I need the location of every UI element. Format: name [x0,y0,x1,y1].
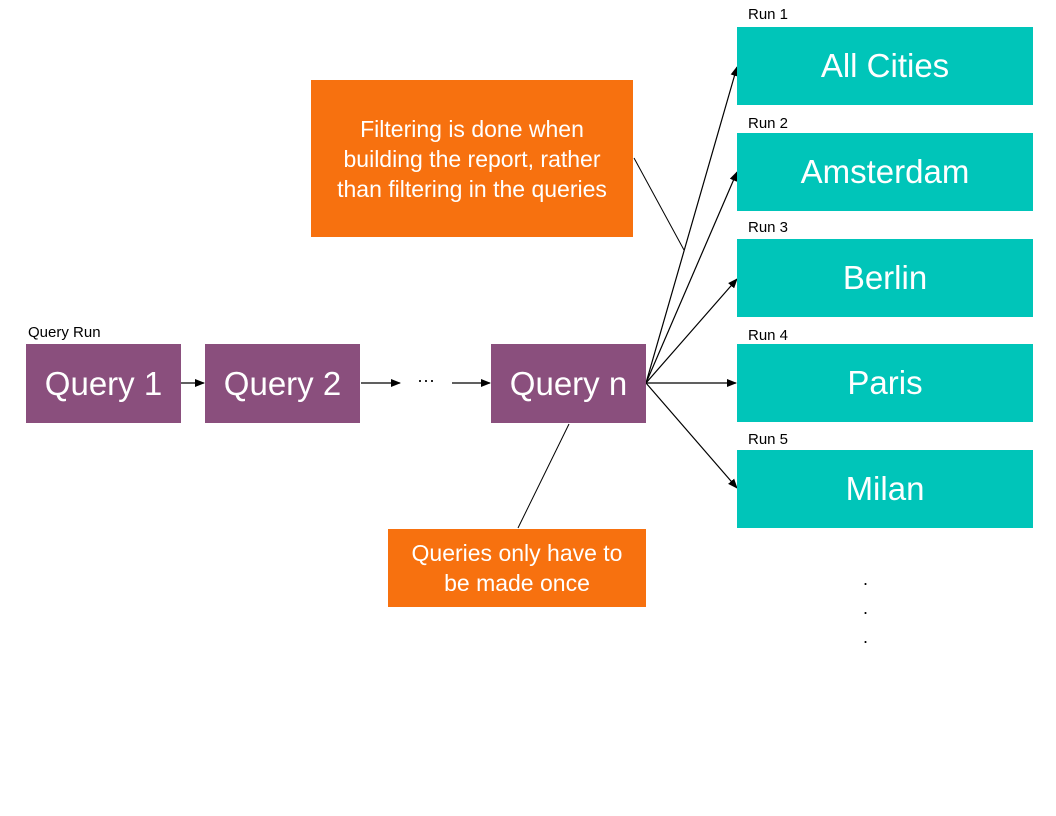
more-runs-dot: . [863,569,869,589]
more-runs-dot: . [863,627,869,647]
query-1-box: Query 1 [26,344,181,423]
query-n-box: Query n [491,344,646,423]
run-3-label: Run 3 [748,219,789,236]
run-3-box: Berlin [737,239,1033,317]
arrow-queryn-to-run1 [645,66,739,384]
pointer-queries-once-note [517,423,570,529]
filtering-note: Filtering is done when building the repo… [311,80,633,237]
run-2-label: Run 2 [748,115,789,132]
run-1-box: All Cities [737,27,1033,105]
run-2-box: Amsterdam [737,133,1033,211]
run-4-box: Paris [737,344,1033,422]
queries-once-note: Queries only have to be made once [388,529,646,607]
run-5-box: Milan [737,450,1033,528]
arrow-queryn-to-run3 [645,278,738,384]
arrow-queryn-to-run5 [645,382,738,489]
pointer-filtering-note [633,157,685,251]
query-ellipsis: ··· [417,370,435,390]
run-4-label: Run 4 [748,327,789,344]
arrow-queryn-to-run2 [645,171,738,384]
more-runs-dot: . [863,598,869,618]
run-1-label: Run 1 [748,6,789,23]
run-5-label: Run 5 [748,431,789,448]
query-run-label: Query Run [28,324,101,341]
query-2-box: Query 2 [205,344,360,423]
